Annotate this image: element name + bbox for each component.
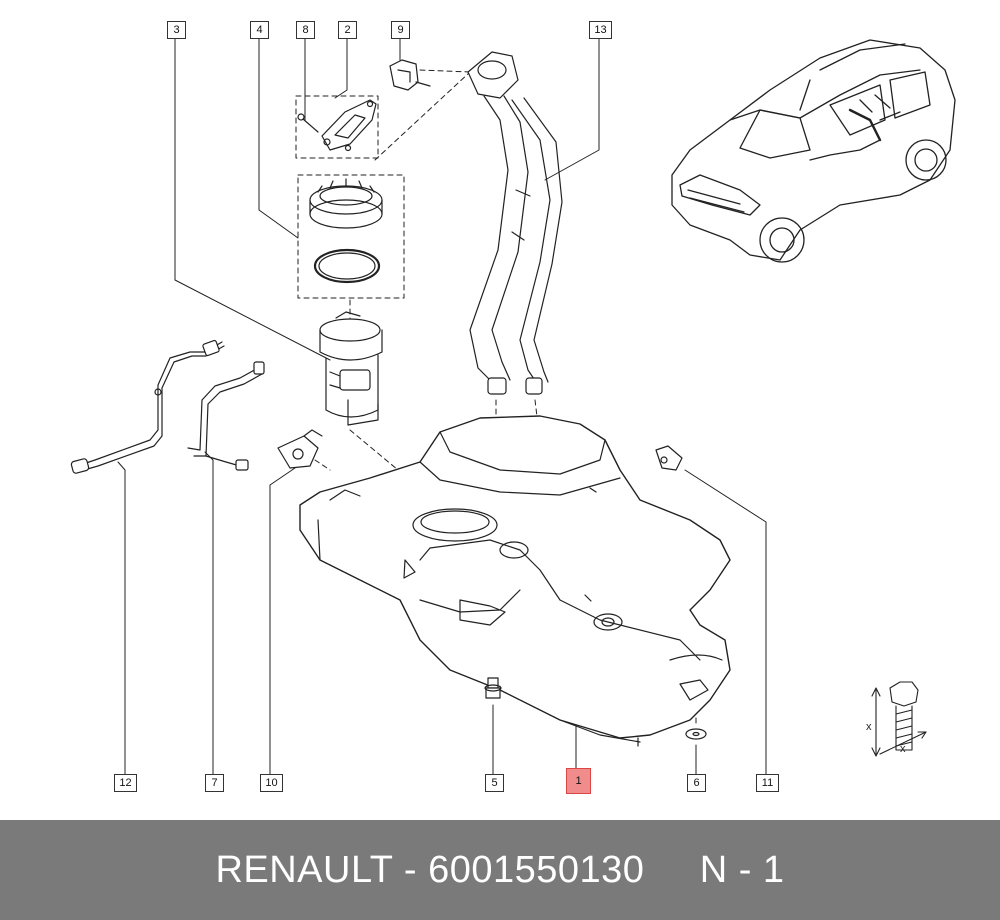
screw-part-8	[297, 113, 319, 133]
cover-plate-part-2	[321, 99, 377, 152]
car-illustration	[671, 39, 956, 263]
callout-8: 8	[296, 21, 315, 39]
parts-diagram: x x	[70, 36, 956, 775]
washer-part-6	[685, 728, 707, 740]
callout-5: 5	[485, 774, 504, 792]
filler-neck-part-13	[467, 51, 563, 395]
callout-6: 6	[687, 774, 706, 792]
vent-pipe-part-7	[187, 361, 265, 471]
sensor-cable-part-12	[70, 339, 225, 474]
callout-7: 7	[205, 774, 224, 792]
dashed-guides	[295, 69, 697, 726]
bolt-part-5	[484, 677, 502, 699]
callout-11: 11	[756, 774, 779, 792]
callout-4: 4	[250, 21, 269, 39]
leader-lines	[117, 36, 767, 775]
bolt-dimension-sketch	[871, 681, 927, 757]
callout-1-highlighted: 1	[566, 768, 591, 794]
callout-3: 3	[167, 21, 186, 39]
part-number-label: RENAULT - 6001550130 N - 1	[215, 848, 785, 891]
clip-part-11	[655, 445, 683, 471]
callout-2: 2	[338, 21, 357, 39]
callout-10: 10	[260, 774, 283, 792]
dimension-label-x-vertical: x	[866, 721, 872, 733]
fuel-pump-part-3	[319, 311, 383, 426]
callout-13: 13	[589, 21, 612, 39]
callout-12: 12	[114, 774, 137, 792]
dimension-label-x-horizontal: x	[900, 743, 906, 755]
bracket-part-10	[277, 429, 323, 469]
part-info-banner: RENAULT - 6001550130 N - 1	[0, 820, 1000, 920]
fuel-tank-part-1	[299, 415, 731, 747]
locking-ring-part-4	[309, 178, 383, 284]
filler-cap-part-9	[389, 59, 431, 91]
callout-9: 9	[391, 21, 410, 39]
